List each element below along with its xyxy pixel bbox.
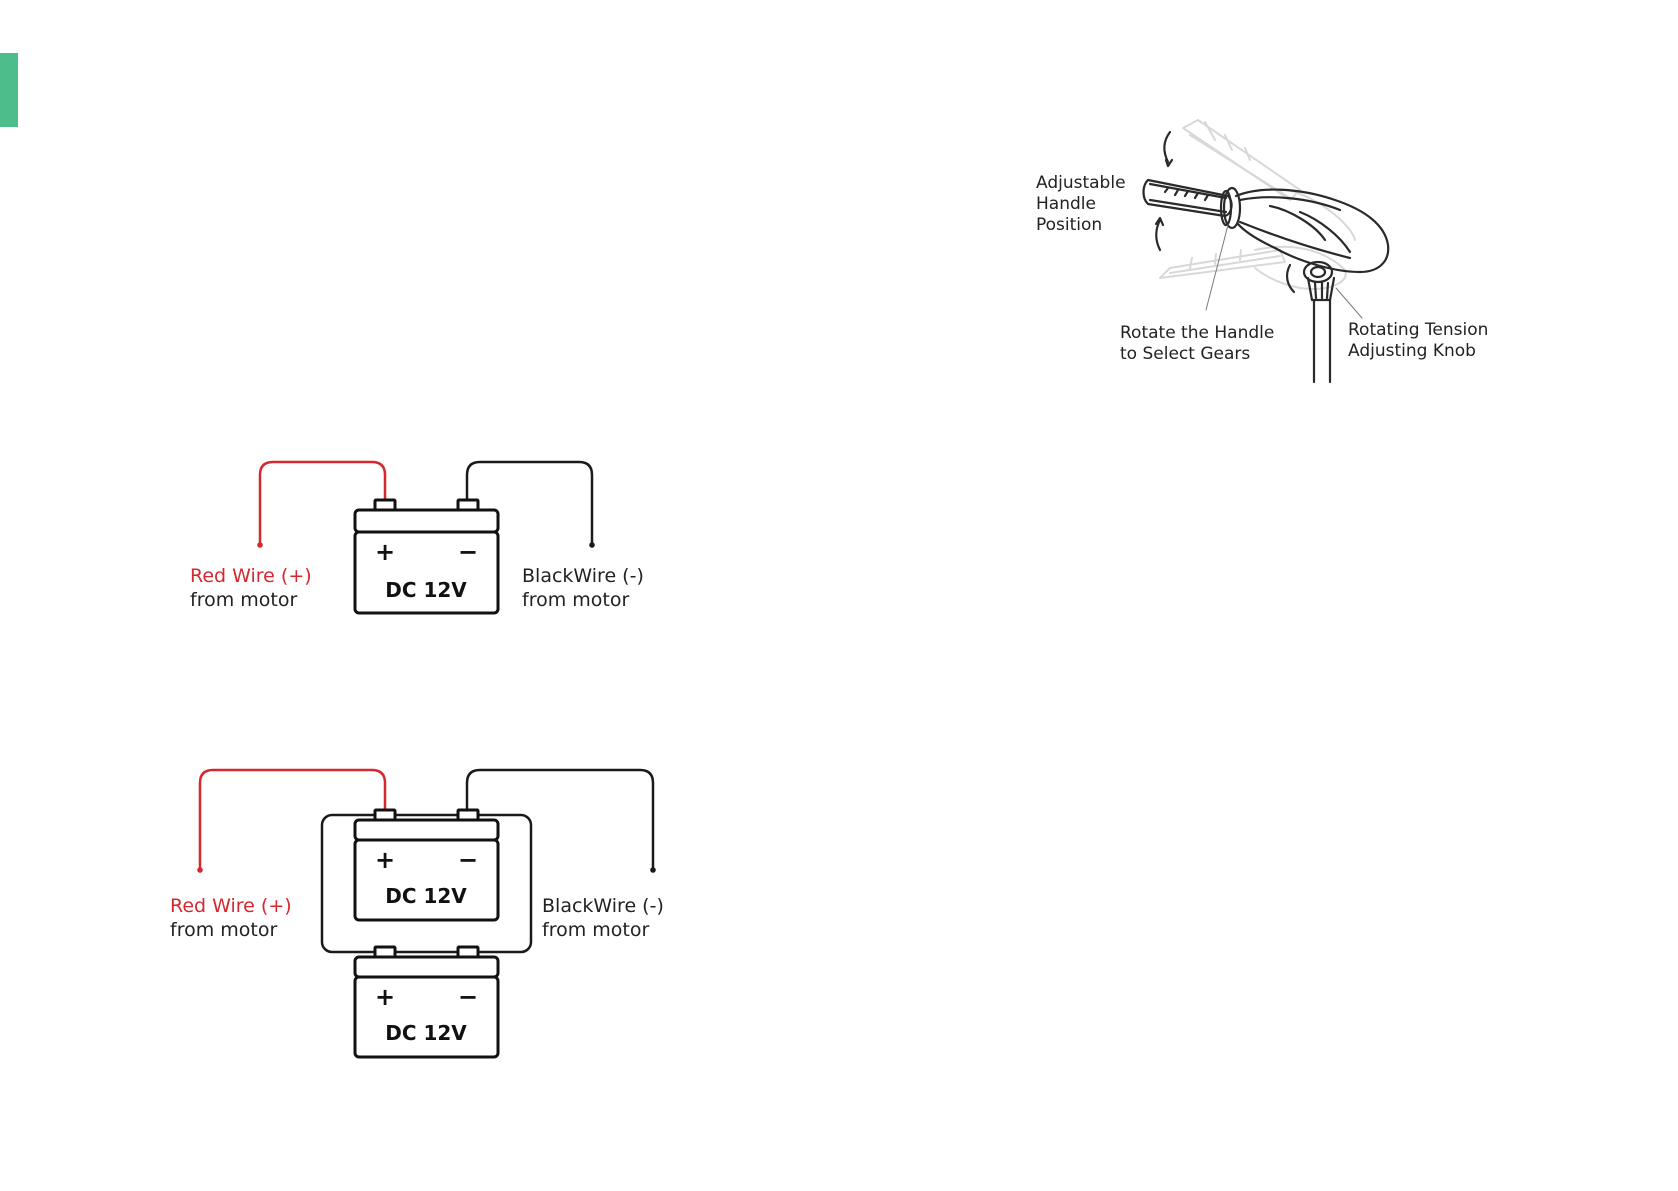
label-adjustable-handle: Adjustable Handle Position: [1036, 173, 1131, 235]
battery-bottom-minus-terminal: −: [458, 983, 478, 1011]
red-wire-label: Red Wire (+): [190, 565, 312, 587]
red-wire-sublabel: from motor: [190, 589, 297, 611]
black-wire-label: BlackWire (-): [522, 565, 644, 587]
black-wire-end: [589, 542, 595, 548]
black-wire-sublabel: from motor: [522, 589, 629, 611]
battery-bottom-plus-terminal: +: [375, 983, 395, 1011]
battery-top-voltage-label: DC 12V: [385, 884, 467, 908]
battery-top-minus-terminal: −: [458, 846, 478, 874]
red-wire-end: [197, 867, 203, 873]
red-wire-end: [257, 542, 263, 548]
label-rotate-handle: Rotate the Handle to Select Gears: [1120, 323, 1280, 364]
battery-plus-terminal: +: [375, 538, 395, 566]
black-wire-label: BlackWire (-): [542, 895, 664, 917]
label-tension-knob: Rotating Tension Adjusting Knob: [1348, 320, 1494, 361]
black-wire-sublabel: from motor: [542, 919, 649, 941]
single-battery-diagram: + − DC 12V Red Wire (+) from motor Black…: [190, 462, 644, 613]
red-wire-sublabel: from motor: [170, 919, 277, 941]
battery-top-plus-terminal: +: [375, 846, 395, 874]
dual-battery-diagram: + − DC 12V + − DC 12V Red Wire (+) from …: [170, 770, 664, 1057]
red-wire-label: Red Wire (+): [170, 895, 292, 917]
battery-bottom-voltage-label: DC 12V: [385, 1021, 467, 1045]
black-wire-end: [650, 867, 656, 873]
battery-voltage-label: DC 12V: [385, 578, 467, 602]
battery-minus-terminal: −: [458, 538, 478, 566]
